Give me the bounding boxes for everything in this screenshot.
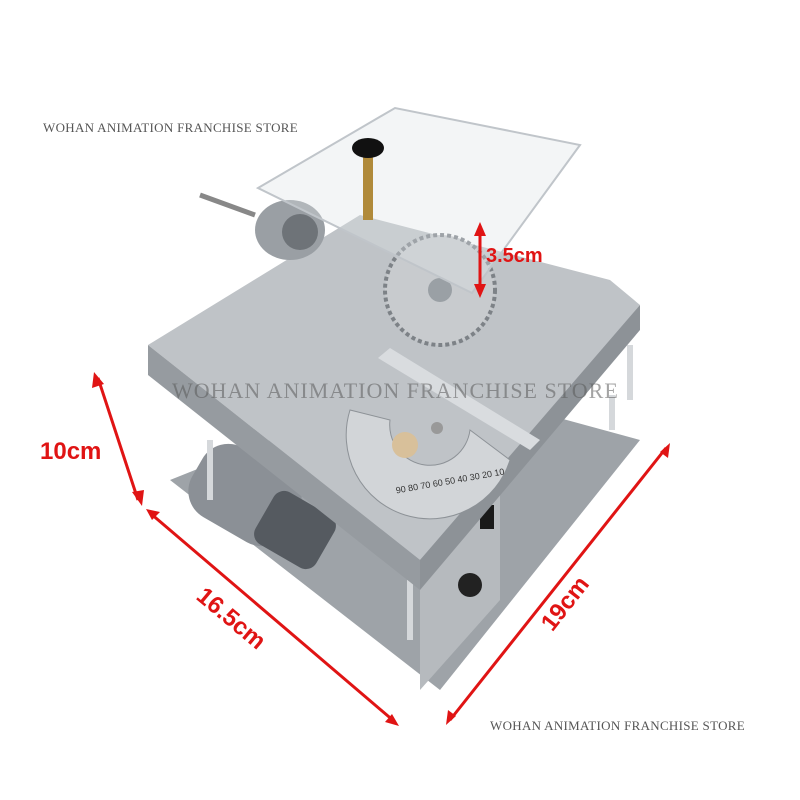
height-label: 10cm bbox=[40, 438, 102, 465]
guard-post bbox=[363, 150, 373, 220]
table-front-edge bbox=[148, 345, 420, 590]
watermark-center: WOHAN ANIMATION FRANCHISE STORE bbox=[172, 378, 619, 403]
table-top bbox=[148, 215, 640, 560]
watermark-bottom-right: WOHAN ANIMATION FRANCHISE STORE bbox=[490, 718, 745, 733]
speed-knob bbox=[458, 573, 482, 597]
protractor-screw bbox=[431, 422, 443, 434]
blade-height-label: 3.5cm bbox=[486, 245, 543, 267]
blade-hub bbox=[428, 278, 452, 302]
rip-fence bbox=[378, 348, 540, 450]
drill-chuck bbox=[199, 192, 325, 260]
miter-protractor bbox=[345, 409, 511, 520]
watermark-top-left: WOHAN ANIMATION FRANCHISE STORE bbox=[43, 120, 298, 135]
blade-guard bbox=[255, 106, 582, 295]
miter-knob bbox=[392, 432, 418, 458]
guard-knob bbox=[352, 138, 384, 158]
dimension-arrows bbox=[92, 222, 670, 726]
